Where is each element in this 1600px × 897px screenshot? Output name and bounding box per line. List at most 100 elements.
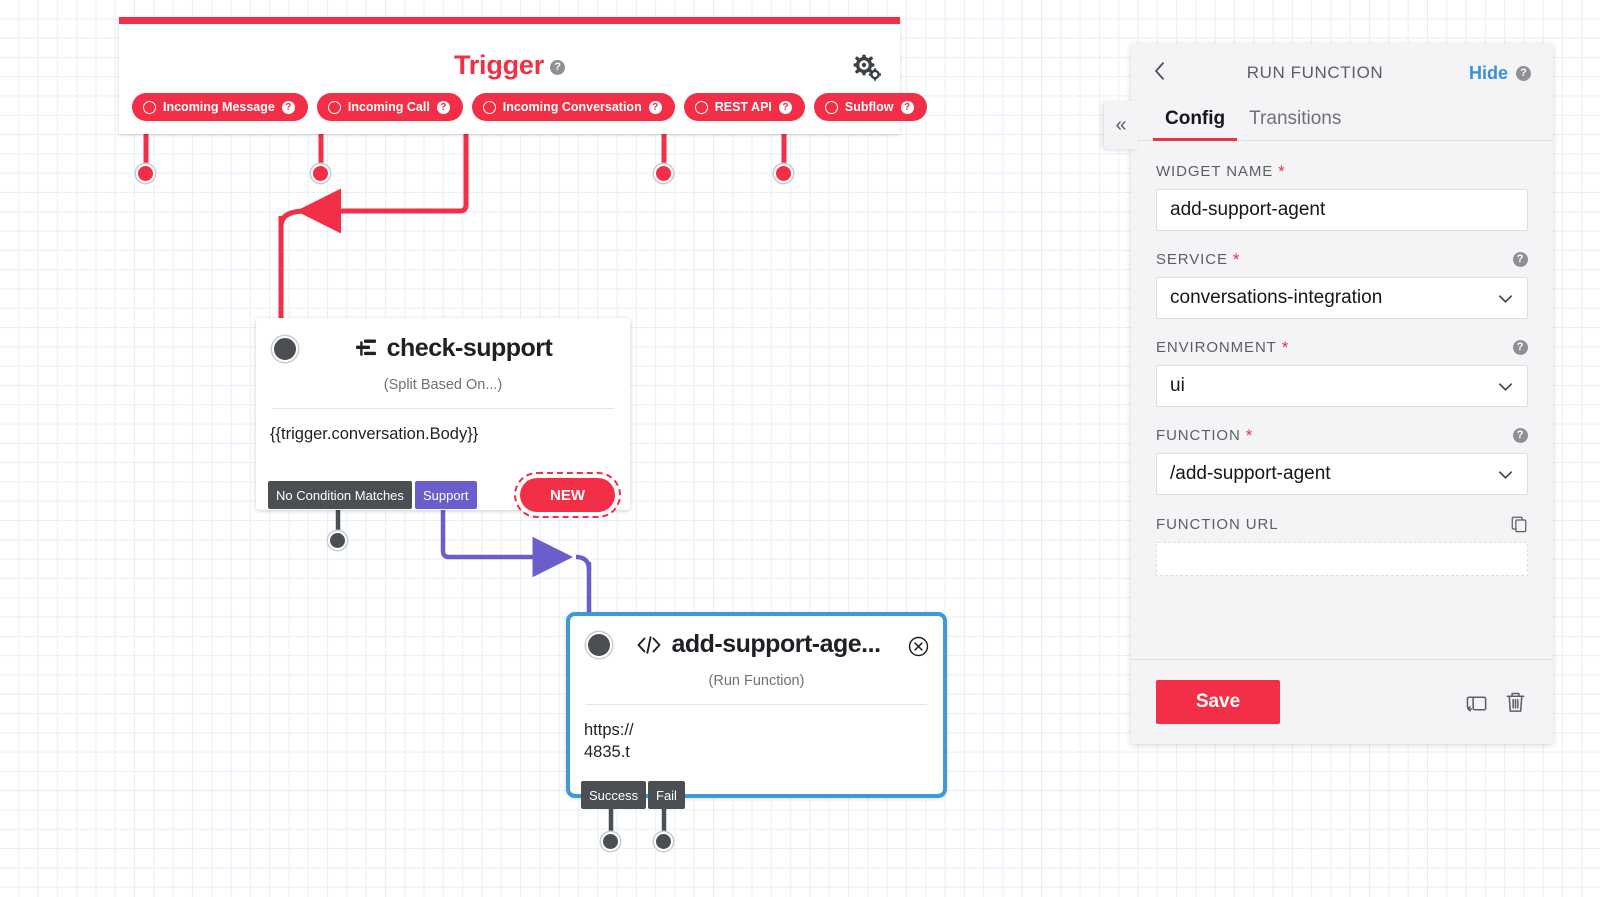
- panel-title: RUN FUNCTION: [1246, 63, 1384, 82]
- field-label-environment: ENVIRONMENT * ?: [1156, 339, 1528, 356]
- tab-success[interactable]: Success: [581, 781, 647, 809]
- node-body-url-line1: https://: [584, 721, 634, 739]
- tab-new-condition[interactable]: NEW: [514, 472, 621, 518]
- node-title-row: add-support-age...: [612, 630, 927, 659]
- hide-help-icon[interactable]: ?: [1516, 65, 1531, 81]
- tab-fail[interactable]: Fail: [648, 781, 685, 809]
- connector-ring-icon: [694, 100, 708, 114]
- pill-help-icon[interactable]: ?: [281, 100, 295, 114]
- connector-ring-icon: [482, 100, 496, 114]
- trigger-endpoint-rest-api[interactable]: [654, 164, 673, 183]
- service-select[interactable]: conversations-integration: [1156, 277, 1528, 319]
- trigger-pill-subflow[interactable]: Subflow ?: [813, 93, 927, 121]
- function-help-icon[interactable]: ?: [1513, 428, 1528, 443]
- node-input-connector[interactable]: [272, 335, 298, 362]
- node-body-expression: {{trigger.conversation.Body}}: [270, 425, 479, 443]
- panel-scroll-area[interactable]: WIDGET NAME * add-support-agent SERVICE …: [1131, 141, 1553, 659]
- endpoint-fail[interactable]: [654, 832, 673, 851]
- node-check-support[interactable]: check-support (Split Based On...) {{trig…: [256, 318, 630, 510]
- node-input-connector[interactable]: [586, 631, 612, 658]
- panel-collapse-handle[interactable]: «: [1104, 101, 1138, 149]
- duplicate-icon[interactable]: [1464, 690, 1489, 715]
- panel-header: RUN FUNCTION Hide ?: [1131, 44, 1553, 102]
- environment-help-icon[interactable]: ?: [1513, 340, 1528, 355]
- service-value: conversations-integration: [1170, 287, 1383, 308]
- hide-panel-button[interactable]: Hide: [1468, 62, 1508, 83]
- pill-label: Incoming Message: [163, 100, 275, 114]
- function-value: /add-support-agent: [1170, 463, 1331, 484]
- node-add-support-agent[interactable]: add-support-age... (Run Function) https:…: [566, 612, 947, 798]
- copy-icon[interactable]: [1510, 515, 1528, 533]
- trigger-pill-incoming-message[interactable]: Incoming Message ?: [132, 93, 308, 121]
- split-based-on-icon: [354, 337, 378, 361]
- pill-label: Incoming Call: [347, 100, 430, 114]
- trigger-endpoint-subflow[interactable]: [774, 164, 793, 183]
- label-text: WIDGET NAME: [1156, 163, 1274, 180]
- trigger-widget[interactable]: Trigger?: [119, 17, 927, 134]
- tab-no-condition-matches[interactable]: No Condition Matches: [268, 481, 412, 509]
- field-label-service: SERVICE * ?: [1156, 251, 1528, 268]
- code-icon: [636, 634, 662, 656]
- run-function-config-panel: RUN FUNCTION Hide ? Config Transitions W…: [1131, 44, 1553, 744]
- required-asterisk: *: [1245, 426, 1254, 445]
- trash-icon[interactable]: [1503, 690, 1528, 715]
- panel-tab-bar: Config Transitions: [1131, 102, 1553, 141]
- required-asterisk: *: [1281, 338, 1290, 357]
- field-label-function-url: FUNCTION URL: [1156, 515, 1528, 533]
- environment-select[interactable]: ui: [1156, 365, 1528, 407]
- chevron-left-icon[interactable]: [1153, 61, 1177, 85]
- chevron-down-icon: [1497, 378, 1514, 395]
- service-help-icon[interactable]: ?: [1513, 252, 1528, 267]
- node-divider: [586, 704, 927, 705]
- tab-transitions[interactable]: Transitions: [1249, 108, 1342, 129]
- trigger-title-row: Trigger?: [119, 50, 900, 81]
- trigger-pill-rest-api[interactable]: REST API ?: [683, 93, 805, 121]
- close-circle-icon[interactable]: [908, 636, 929, 657]
- endpoint-success[interactable]: [601, 832, 620, 851]
- node-title-row: check-support: [298, 334, 614, 363]
- trigger-title: Trigger: [453, 50, 545, 80]
- trigger-endpoint-incoming-call[interactable]: [311, 164, 330, 183]
- field-label-widget-name: WIDGET NAME *: [1156, 163, 1528, 180]
- node-subtitle: (Split Based On...): [383, 377, 503, 393]
- label-text: ENVIRONMENT: [1156, 339, 1277, 356]
- trigger-endpoint-incoming-message[interactable]: [136, 164, 155, 183]
- trigger-pill-incoming-conversation[interactable]: Incoming Conversation ?: [471, 93, 675, 121]
- tab-support[interactable]: Support: [415, 481, 477, 509]
- pill-help-icon[interactable]: ?: [436, 100, 450, 114]
- node-body-url-line2: 4835.t: [584, 743, 630, 762]
- pill-label: Incoming Conversation: [502, 100, 642, 114]
- gear-icon[interactable]: [853, 53, 882, 81]
- endpoint-no-condition-matches[interactable]: [328, 531, 347, 550]
- pill-label: REST API: [714, 100, 772, 114]
- function-select[interactable]: /add-support-agent: [1156, 453, 1528, 495]
- connector-ring-icon: [824, 100, 838, 114]
- required-asterisk: *: [1232, 250, 1241, 269]
- widget-name-value: add-support-agent: [1170, 199, 1326, 220]
- node-subtitle: (Run Function): [708, 673, 805, 689]
- tab-config[interactable]: Config: [1153, 102, 1238, 141]
- pill-help-icon[interactable]: ?: [778, 100, 792, 114]
- node-header: add-support-age...: [570, 616, 943, 659]
- trigger-pill-list: Incoming Message ? Incoming Call ? Incom…: [132, 93, 927, 121]
- label-text: FUNCTION URL: [1156, 515, 1279, 533]
- pill-help-icon[interactable]: ?: [900, 100, 914, 114]
- save-button[interactable]: Save: [1156, 680, 1280, 724]
- required-asterisk: *: [1278, 162, 1286, 181]
- field-label-function: FUNCTION * ?: [1156, 427, 1528, 444]
- pill-label: Subflow: [844, 100, 894, 114]
- connector-ring-icon: [143, 100, 156, 114]
- node-header: check-support: [256, 318, 630, 363]
- pill-help-icon[interactable]: ?: [648, 100, 662, 114]
- connector-ring-icon: [327, 100, 341, 114]
- widget-name-input[interactable]: add-support-agent: [1156, 189, 1528, 231]
- node-title: check-support: [386, 334, 553, 362]
- function-url-input[interactable]: [1156, 542, 1528, 576]
- node-title: add-support-age...: [671, 630, 881, 658]
- label-text: SERVICE: [1156, 251, 1228, 268]
- trigger-help-icon[interactable]: ?: [550, 60, 566, 75]
- trigger-pill-incoming-call[interactable]: Incoming Call ?: [316, 93, 463, 121]
- chevron-down-icon: [1497, 466, 1514, 483]
- panel-footer: Save: [1131, 659, 1553, 744]
